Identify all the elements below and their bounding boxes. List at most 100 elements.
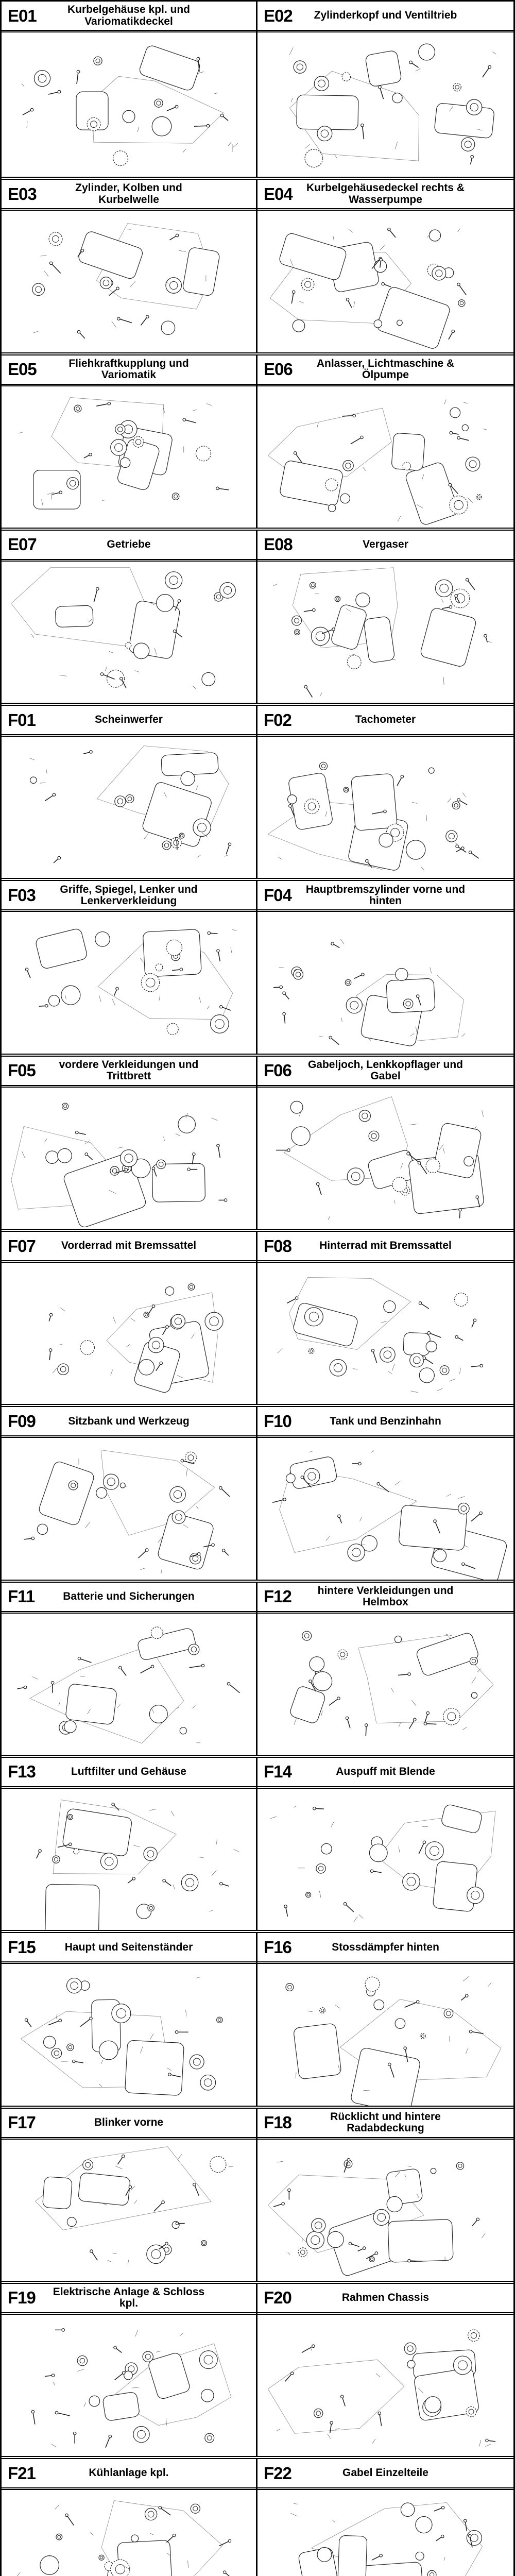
section-code: E04 bbox=[264, 184, 293, 204]
exploded-diagram-f18 bbox=[267, 2158, 486, 2276]
section-title: Rücklicht und hintere Radabdeckung bbox=[330, 2110, 441, 2134]
section-code: E08 bbox=[264, 535, 293, 554]
section-title: Blinker vorne bbox=[94, 2116, 164, 2128]
section-cell-f13[interactable]: F13 Luftfilter und Gehäuse bbox=[2, 1757, 258, 1930]
section-code: F12 bbox=[264, 1587, 292, 1606]
section-diagram-area bbox=[258, 1789, 513, 1930]
section-title: Hinterrad mit Bremssattel bbox=[319, 1240, 452, 1252]
section-header-f13: F13 Luftfilter und Gehäuse bbox=[2, 1758, 256, 1789]
exploded-diagram-f10 bbox=[272, 1450, 507, 1580]
section-code: F07 bbox=[8, 1236, 36, 1256]
section-title: Zylinder, Kolben und Kurbelwelle bbox=[75, 182, 182, 206]
section-cell-f19[interactable]: F19 Elektrische Anlage & Schloss kpl. bbox=[2, 2283, 258, 2456]
section-title: Sitzbank und Werkzeug bbox=[68, 1415, 190, 1427]
exploded-diagram-e05 bbox=[18, 397, 229, 510]
section-diagram-area bbox=[258, 211, 513, 352]
section-cell-f09[interactable]: F09 Sitzbank und Werkzeug bbox=[2, 1407, 258, 1580]
section-header-f08: F08 Hinterrad mit Bremssattel bbox=[258, 1232, 513, 1263]
exploded-diagram-e08 bbox=[273, 567, 492, 698]
section-title: Zylinderkopf und Ventiltrieb bbox=[314, 9, 457, 22]
section-code: E03 bbox=[8, 184, 37, 204]
section-code: F02 bbox=[264, 710, 292, 730]
exploded-diagram-f11 bbox=[17, 1626, 241, 1743]
section-diagram-area bbox=[258, 1614, 513, 1755]
exploded-diagram-e07 bbox=[11, 567, 236, 689]
section-code: F11 bbox=[8, 1587, 35, 1606]
section-title: Hauptbremszylinder vorne und hinten bbox=[305, 883, 466, 907]
section-code: F13 bbox=[8, 1762, 36, 1782]
section-title: Gabel Einzelteile bbox=[342, 2467, 428, 2479]
section-code: E02 bbox=[264, 6, 293, 25]
exploded-diagram-f05 bbox=[11, 1103, 228, 1227]
section-header-f09: F09 Sitzbank und Werkzeug bbox=[2, 1407, 256, 1438]
section-title: Elektrische Anlage & Schloss kpl. bbox=[53, 2285, 205, 2310]
section-code: E01 bbox=[8, 6, 37, 25]
section-diagram-area bbox=[2, 2490, 256, 2576]
section-code: F22 bbox=[264, 2463, 292, 2483]
section-cell-f08[interactable]: F08 Hinterrad mit Bremssattel bbox=[258, 1232, 513, 1404]
section-header-f19: F19 Elektrische Anlage & Schloss kpl. bbox=[2, 2284, 256, 2315]
exploded-diagram-f20 bbox=[267, 2329, 496, 2447]
section-title: Luftfilter und Gehäuse bbox=[71, 1766, 186, 1778]
section-title: Anlasser, Lichtmaschine & Ölpumpe bbox=[316, 357, 455, 381]
exploded-diagram-f21 bbox=[17, 2500, 232, 2576]
section-diagram-area bbox=[258, 562, 513, 703]
section-code: F09 bbox=[8, 1411, 36, 1431]
section-diagram-area bbox=[258, 2140, 513, 2281]
section-code: F08 bbox=[264, 1236, 292, 1256]
section-diagram-area bbox=[258, 2490, 513, 2576]
section-title: Getriebe bbox=[107, 538, 151, 551]
exploded-diagram-f14 bbox=[270, 1804, 496, 1922]
section-cell-e02[interactable]: E02 Zylinderkopf und Ventiltrieb bbox=[258, 2, 513, 177]
exploded-diagram-f03 bbox=[25, 929, 237, 1036]
section-code: F19 bbox=[8, 2288, 36, 2308]
section-diagram-area bbox=[2, 1789, 256, 1930]
section-diagram-area bbox=[2, 1438, 256, 1579]
section-header-e03: E03 Zylinder, Kolben und Kurbelwelle bbox=[2, 180, 256, 211]
section-cell-f22[interactable]: F22 Gabel Einzelteile bbox=[258, 2459, 513, 2576]
section-cell-e03[interactable]: E03 Zylinder, Kolben und Kurbelwelle bbox=[2, 180, 258, 352]
exploded-diagram-f22 bbox=[290, 2502, 483, 2576]
section-title: Kühlanlage kpl. bbox=[89, 2467, 169, 2479]
